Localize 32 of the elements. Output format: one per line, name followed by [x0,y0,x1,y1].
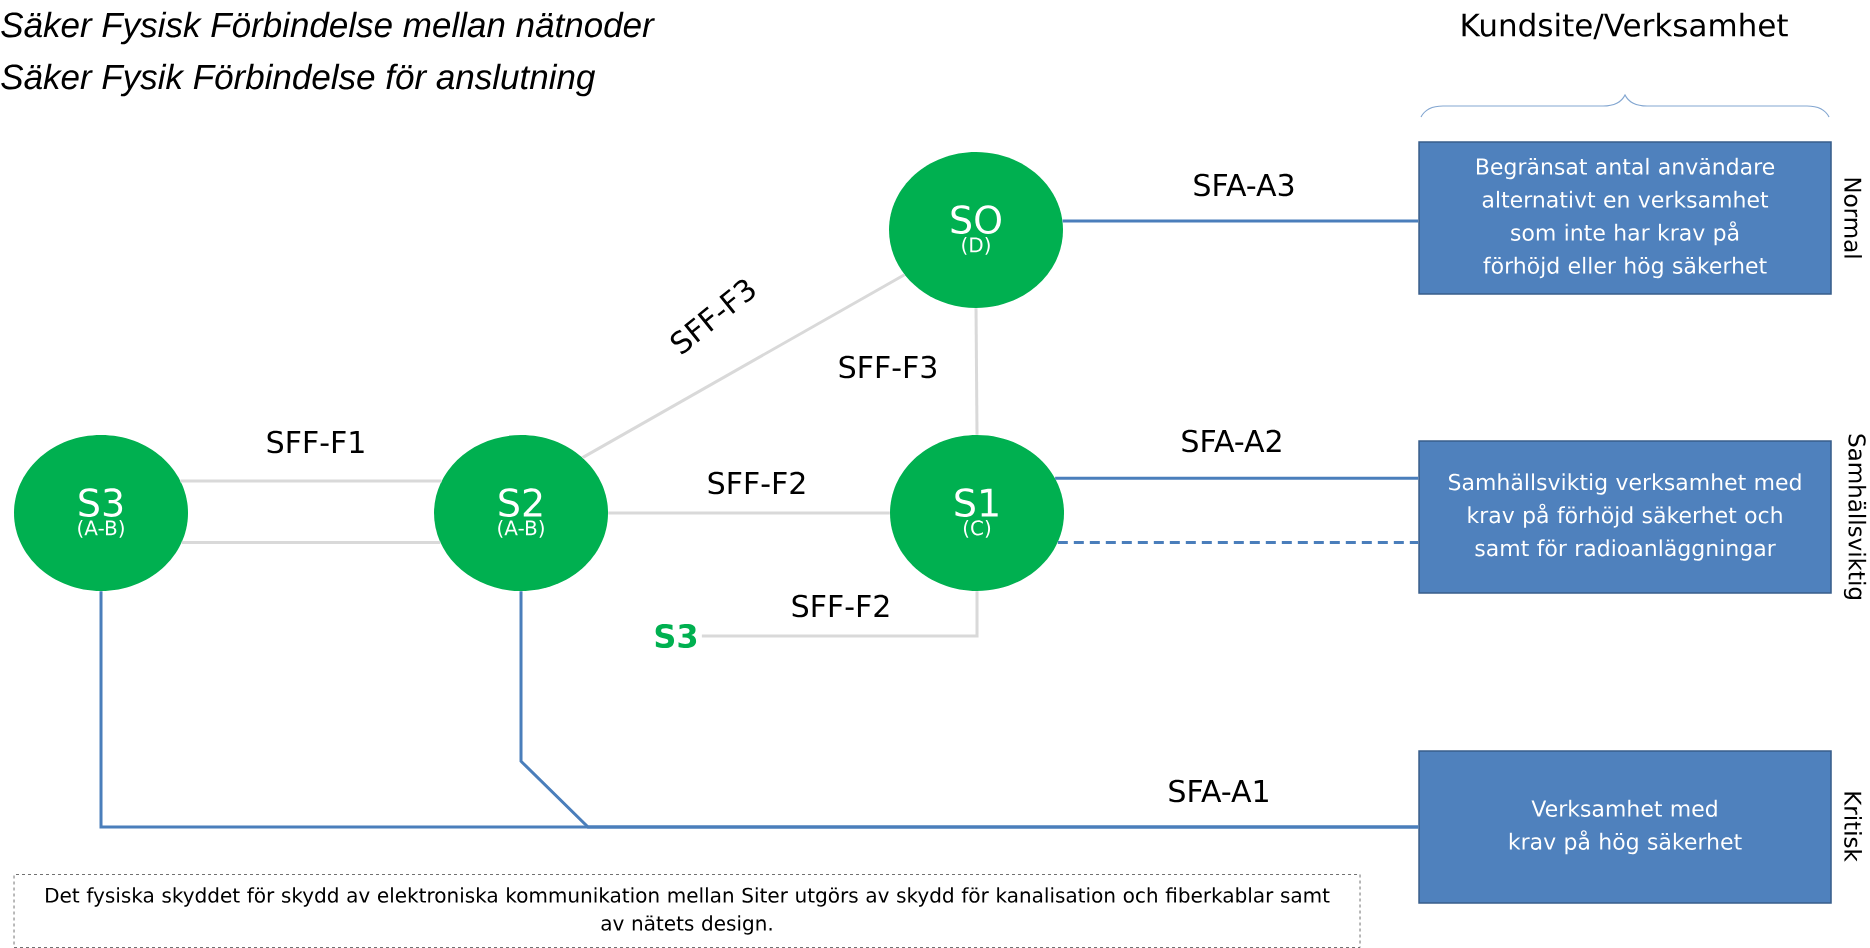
text-box: Begränsat antal användare alternativt en verksamhet som inte har krav på förhöjd eller hög säkerhet [1418,141,1832,295]
circle-node: SO (D) [889,152,1063,308]
connector-line [608,511,890,515]
connector-line [701,591,979,638]
connector-line [181,540,441,544]
circle-node: S1 (C) [890,435,1064,591]
connector-line [180,479,442,483]
text-box: Samhällsviktig verksamhet med krav på förhöjd säkerhet och samt för radioanläggningar [1418,440,1832,594]
connector-line [1055,476,1419,480]
side-label: Samhällsviktig [1843,434,1867,599]
title-text: Säker Fysik Förbindelse för anslutning [1,63,596,97]
edge-label: SFA-A2 [1178,427,1286,455]
edge-label: SFF-F1 [263,428,369,456]
edge-label: SFA-A3 [1190,171,1298,199]
note-box: Det fysiska skyddet för skydd av elektroniska kommunikation mellan Siter utgörs av skydd för kanalisation och fiberkablar samt av nätets design. [13,874,1361,948]
heading: Kundsite/Verksamhet [1462,12,1788,40]
connector-line [1062,219,1419,223]
circle-node: S3 (A-B) [14,435,188,591]
edge-label: SFF-F2 [788,592,894,620]
side-label: Normal [1844,178,1862,258]
edge-label: SFF-F2 [704,469,810,497]
connector-line [974,308,979,435]
side-label: Kritisk [1844,792,1862,862]
node-label: S3 [655,623,697,649]
connector-line [1057,540,1419,544]
edge-label: SFF-F3 [835,353,941,381]
text-box: Verksamhet med krav på hög säkerhet [1418,750,1832,904]
edge-label: SFA-A1 [1165,777,1273,805]
circle-node: S2 (A-B) [434,435,608,591]
connector-line [519,591,1419,829]
connector-line [581,273,906,459]
title-text: Säker Fysisk Förbindelse mellan nätnoder [1,11,655,45]
